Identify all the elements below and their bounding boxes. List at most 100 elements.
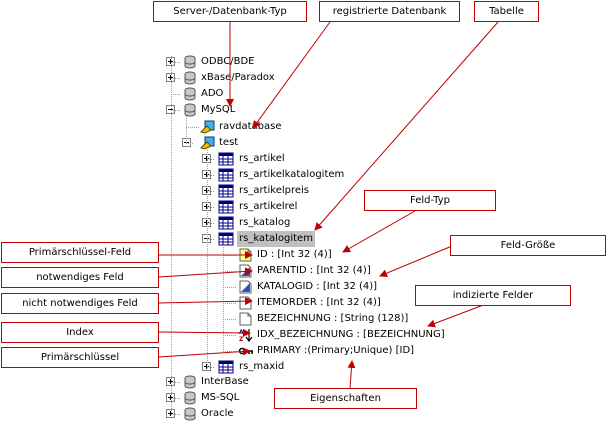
tree-label: xBase/Paradox bbox=[201, 72, 275, 83]
callout-properties: Eigenschaften bbox=[274, 388, 417, 409]
tree-node-mssql[interactable]: MS-SQL bbox=[166, 390, 286, 406]
tree-label: MS-SQL bbox=[201, 392, 240, 403]
tree-label: rs_katalogitem bbox=[237, 231, 315, 247]
tree-node-field-optional[interactable]: ITEMORDER : [Int 32 (4)] bbox=[238, 295, 381, 311]
expand-icon[interactable] bbox=[202, 202, 211, 211]
tree-node-table-selected[interactable]: rs_katalogitem bbox=[202, 231, 352, 247]
tree-label: rs_artikelkatalogitem bbox=[239, 169, 345, 180]
tree-node-ado[interactable]: ADO bbox=[166, 86, 266, 102]
expand-icon[interactable] bbox=[202, 186, 211, 195]
tree-label: IDX_BEZEICHNUNG : [BEZEICHNUNG] bbox=[257, 329, 445, 340]
tree-label: InterBase bbox=[201, 376, 249, 387]
callout-field-size: Feld-Größe bbox=[450, 235, 606, 256]
required-field-icon bbox=[239, 264, 252, 278]
collapse-icon[interactable] bbox=[202, 234, 211, 243]
tree-node-table[interactable]: rs_artikel bbox=[202, 151, 352, 167]
expand-icon[interactable] bbox=[202, 218, 211, 227]
tree-label: rs_artikelrel bbox=[239, 201, 298, 212]
database-icon bbox=[184, 407, 196, 421]
expand-icon[interactable] bbox=[202, 154, 211, 163]
primary-key-field-icon bbox=[239, 248, 252, 262]
tree-node-odbc[interactable]: ODBC/BDE bbox=[166, 54, 286, 70]
tree-node-ravdatabase[interactable]: ravdatabase bbox=[182, 119, 302, 135]
key-icon bbox=[238, 347, 253, 355]
tree-label: ADO bbox=[201, 88, 224, 99]
expand-icon[interactable] bbox=[202, 170, 211, 179]
tree-label: ravdatabase bbox=[219, 121, 282, 132]
callout-primary-key-field: Primärschlüssel-Feld bbox=[1, 242, 159, 263]
tree-label: rs_artikel bbox=[239, 153, 285, 164]
tree-node-table[interactable]: rs_artikelkatalogitem bbox=[202, 167, 362, 183]
table-icon bbox=[218, 216, 234, 230]
tree-label: BEZEICHNUNG : [String (128)] bbox=[257, 313, 409, 324]
callout-index: Index bbox=[1, 322, 159, 343]
callout-field-type: Feld-Typ bbox=[364, 190, 496, 211]
database-icon bbox=[184, 375, 196, 389]
callout-not-required-field: nicht notwendiges Feld bbox=[1, 293, 159, 314]
tree-label: rs_katalog bbox=[239, 217, 291, 228]
database-icon bbox=[184, 391, 196, 405]
expand-icon[interactable] bbox=[166, 377, 175, 386]
tree-node-field-optional[interactable]: BEZEICHNUNG : [String (128)] bbox=[238, 311, 408, 327]
tree-node-table[interactable]: rs_artikelrel bbox=[202, 199, 352, 215]
callout-indexed-fields: indizierte Felder bbox=[415, 285, 571, 306]
tree-node-test[interactable]: test bbox=[182, 135, 282, 151]
tree-node-oracle[interactable]: Oracle bbox=[166, 406, 286, 422]
tree-label: rs_maxid bbox=[239, 361, 285, 372]
expand-icon[interactable] bbox=[166, 57, 175, 66]
tree-node-table[interactable]: rs_artikelpreis bbox=[202, 183, 352, 199]
expand-icon[interactable] bbox=[166, 393, 175, 402]
svg-text:A: A bbox=[239, 329, 244, 336]
callout-table: Tabelle bbox=[474, 1, 539, 22]
optional-field-icon bbox=[239, 296, 252, 310]
arrow-indexed-fields bbox=[427, 303, 487, 328]
arrow-properties bbox=[347, 360, 356, 389]
table-icon bbox=[218, 168, 234, 182]
registered-database-icon bbox=[200, 120, 215, 134]
tree-node-primary-key[interactable]: PRIMARY :(Primary;Unique) [ID] bbox=[238, 343, 438, 359]
collapse-icon[interactable] bbox=[182, 138, 191, 147]
expand-icon[interactable] bbox=[166, 73, 175, 82]
tree-label: ID : [Int 32 (4)] bbox=[257, 249, 332, 260]
collapse-icon[interactable] bbox=[166, 105, 175, 114]
tree-node-interbase[interactable]: InterBase bbox=[166, 374, 286, 390]
arrow-primary-key bbox=[158, 347, 251, 358]
tree-label: Oracle bbox=[201, 408, 234, 419]
table-icon bbox=[218, 232, 234, 246]
tree-node-table[interactable]: rs_maxid bbox=[202, 359, 322, 375]
tree-label: KATALOGID : [Int 32 (4)] bbox=[257, 281, 378, 292]
tree-label: PRIMARY :(Primary;Unique) [ID] bbox=[257, 345, 415, 356]
callout-server-type: Server-/Datenbank-Typ bbox=[153, 1, 307, 22]
arrow-field-type bbox=[342, 210, 416, 253]
tree-label: PARENTID : [Int 32 (4)] bbox=[257, 265, 371, 276]
expand-icon[interactable] bbox=[166, 409, 175, 418]
arrow-index bbox=[158, 328, 251, 337]
database-icon bbox=[184, 87, 196, 101]
registered-database-icon bbox=[200, 136, 215, 150]
required-field-icon bbox=[239, 280, 252, 294]
svg-text:Z: Z bbox=[239, 336, 244, 342]
tree-label: MySQL bbox=[201, 104, 236, 115]
callout-primary-key: Primärschlüssel bbox=[1, 347, 159, 368]
table-icon bbox=[218, 360, 234, 374]
database-icon bbox=[184, 103, 196, 117]
arrow-field-size bbox=[379, 245, 453, 277]
optional-field-icon bbox=[239, 312, 252, 326]
expand-icon[interactable] bbox=[202, 362, 211, 371]
tree-label: ITEMORDER : [Int 32 (4)] bbox=[257, 297, 381, 308]
tree-node-table[interactable]: rs_katalog bbox=[202, 215, 352, 231]
tree-node-field-primary[interactable]: ID : [Int 32 (4)] bbox=[238, 247, 358, 263]
tree-node-field-required[interactable]: KATALOGID : [Int 32 (4)] bbox=[238, 279, 378, 295]
tree-label: rs_artikelpreis bbox=[239, 185, 310, 196]
callout-registered-db: registrierte Datenbank bbox=[319, 1, 460, 22]
table-icon bbox=[218, 184, 234, 198]
tree-node-xbase[interactable]: xBase/Paradox bbox=[166, 70, 296, 86]
tree-node-field-required[interactable]: PARENTID : [Int 32 (4)] bbox=[238, 263, 378, 279]
tree-node-mysql[interactable]: MySQL bbox=[166, 102, 266, 118]
tree-label: ODBC/BDE bbox=[201, 56, 255, 67]
database-icon bbox=[184, 55, 196, 69]
callout-required-field: notwendiges Feld bbox=[1, 267, 159, 288]
database-icon bbox=[184, 71, 196, 85]
table-icon bbox=[218, 152, 234, 166]
